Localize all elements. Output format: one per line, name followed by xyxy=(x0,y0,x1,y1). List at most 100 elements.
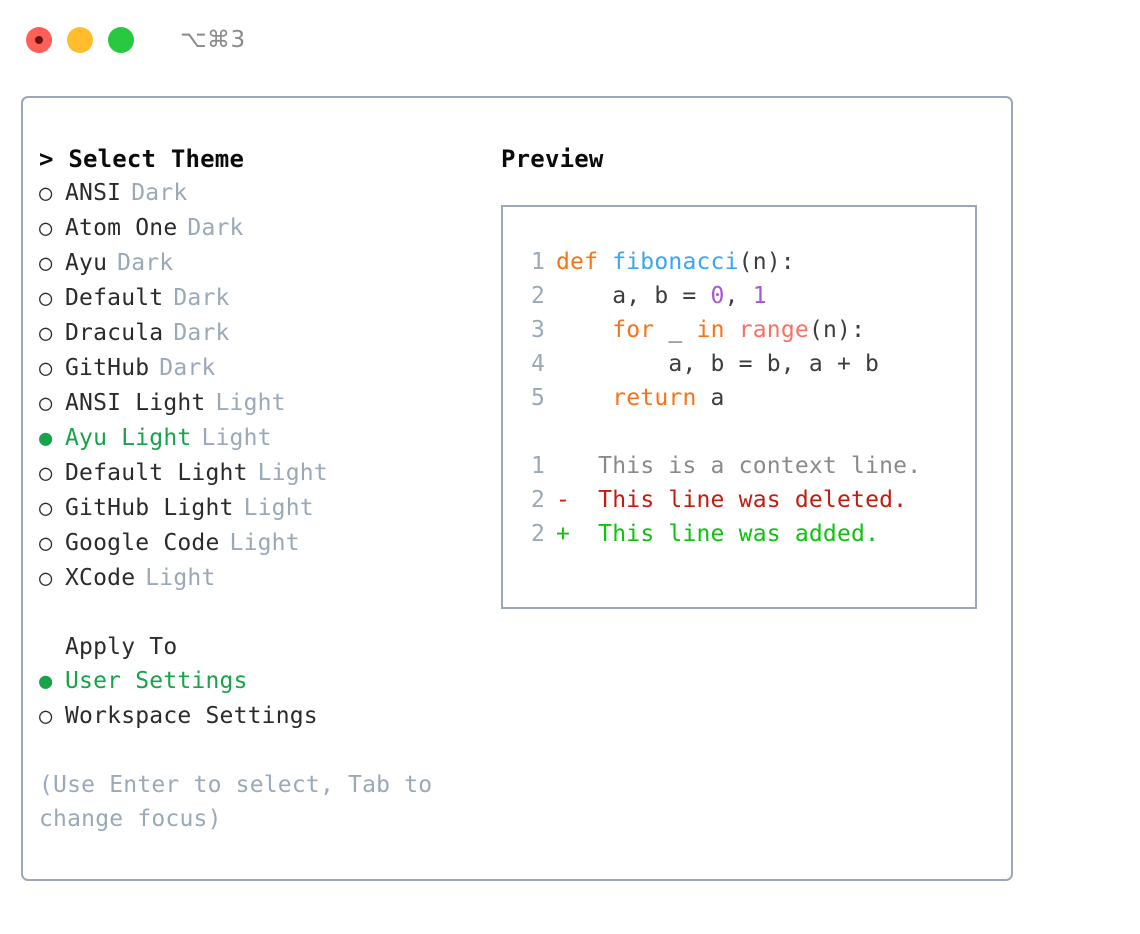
theme-option-label: GitHub Light xyxy=(65,495,234,521)
diff-line-ctx: 1 This is a context line. xyxy=(517,449,975,483)
diff-line-number: 2 xyxy=(530,487,545,513)
theme-option-variant-tag: Light xyxy=(145,565,216,591)
radio-unselected-icon: ○ xyxy=(39,251,53,276)
theme-option-label: Dracula xyxy=(65,320,164,346)
radio-unselected-icon: ○ xyxy=(39,391,53,416)
theme-option-default[interactable]: ○ Default Dark xyxy=(39,281,501,316)
apply-to-option-label: Workspace Settings xyxy=(65,703,318,729)
preview-title: Preview xyxy=(501,145,604,173)
radio-unselected-icon: ○ xyxy=(39,321,53,346)
code-token-pln: a, b = xyxy=(556,283,711,309)
diff-line-text: This is a context line. xyxy=(598,453,922,479)
code-token-pln: (n): xyxy=(738,249,795,275)
diff-sample: 1 This is a context line.2- This line wa… xyxy=(517,449,975,551)
diff-line-number: 2 xyxy=(530,521,545,547)
apply-to-list: ● User Settings ○ Workspace Settings xyxy=(39,664,501,734)
code-line-number: 5 xyxy=(530,385,545,411)
keyboard-hint: (Use Enter to select, Tab to change focu… xyxy=(39,772,433,832)
diff-sign xyxy=(556,453,570,479)
radio-selected-icon: ● xyxy=(39,669,53,694)
title-bar: ⌥⌘3 xyxy=(0,0,1140,80)
theme-option-dracula[interactable]: ○ Dracula Dark xyxy=(39,316,501,351)
radio-unselected-icon: ○ xyxy=(39,461,53,486)
theme-option-variant-tag: Dark xyxy=(117,250,174,276)
code-token-pln: a, b = b, a + b xyxy=(556,351,880,377)
radio-unselected-icon: ○ xyxy=(39,356,53,381)
select-theme-title: Select Theme xyxy=(68,145,245,173)
close-button[interactable] xyxy=(26,27,52,53)
theme-option-label: XCode xyxy=(65,565,136,591)
code-line-content: for _ in range(n): xyxy=(556,313,865,347)
theme-option-label: Atom One xyxy=(65,215,178,241)
code-line-content: a, b = 0, 1 xyxy=(556,279,767,313)
code-token-kw: def xyxy=(556,249,613,275)
code-token-kw: in xyxy=(696,317,725,343)
minimize-button[interactable] xyxy=(67,27,93,53)
diff-line-content: + This line was added. xyxy=(556,517,879,551)
theme-option-variant-tag: Light xyxy=(243,495,314,521)
diff-line-content: This is a context line. xyxy=(556,449,921,483)
theme-option-variant-tag: Light xyxy=(229,530,300,556)
code-line-number: 1 xyxy=(530,249,545,275)
code-line-content: return a xyxy=(556,381,725,415)
theme-option-label: Ayu Light xyxy=(65,425,192,451)
keyboard-shortcut-label: ⌥⌘3 xyxy=(180,27,246,53)
diff-line-number: 1 xyxy=(530,453,545,479)
code-token-kw: for xyxy=(612,317,655,343)
code-line-number: 3 xyxy=(530,317,545,343)
code-token-kw: return xyxy=(612,385,697,411)
theme-option-xcode[interactable]: ○ XCode Light xyxy=(39,561,501,596)
apply-to-option-workspace-settings[interactable]: ○ Workspace Settings xyxy=(39,699,501,734)
code-token-pln xyxy=(556,317,612,343)
code-token-bi: range xyxy=(738,317,809,343)
radio-selected-icon: ● xyxy=(39,426,53,451)
diff-sign: + xyxy=(556,521,571,547)
code-diff-gap xyxy=(517,415,975,449)
apply-to-option-label: User Settings xyxy=(65,668,248,694)
radio-unselected-icon: ○ xyxy=(39,704,53,729)
theme-option-label: Default Light xyxy=(65,460,248,486)
theme-option-label: ANSI xyxy=(65,180,122,206)
code-token-fn: fibonacci xyxy=(612,249,739,275)
theme-option-label: GitHub xyxy=(65,355,150,381)
select-theme-header: > Select Theme xyxy=(39,142,501,176)
code-token-num: 1 xyxy=(752,283,767,309)
diff-line-add: 2 + This line was added. xyxy=(517,517,975,551)
theme-option-label: Default xyxy=(65,285,164,311)
diff-sign: - xyxy=(556,487,571,513)
theme-option-variant-tag: Dark xyxy=(173,285,230,311)
radio-unselected-icon: ○ xyxy=(39,286,53,311)
code-token-pln: , xyxy=(724,283,753,309)
radio-unselected-icon: ○ xyxy=(39,566,53,591)
code-token-pln xyxy=(556,385,612,411)
code-line: 4 a, b = b, a + b xyxy=(517,347,975,381)
code-token-pln: a xyxy=(696,385,725,411)
theme-option-label: Google Code xyxy=(65,530,220,556)
diff-line-content: - This line was deleted. xyxy=(556,483,907,517)
theme-option-variant-tag: Dark xyxy=(173,320,230,346)
theme-option-variant-tag: Dark xyxy=(131,180,188,206)
apply-to-option-user-settings[interactable]: ● User Settings xyxy=(39,664,501,699)
diff-line-text: This line was added. xyxy=(598,521,880,547)
code-token-pln: (n): xyxy=(808,317,866,343)
code-line-number: 4 xyxy=(530,351,545,377)
maximize-button[interactable] xyxy=(108,27,134,53)
code-token-pln: _ xyxy=(654,317,697,343)
code-token-num: 0 xyxy=(710,283,725,309)
code-line: 5 return a xyxy=(517,381,975,415)
